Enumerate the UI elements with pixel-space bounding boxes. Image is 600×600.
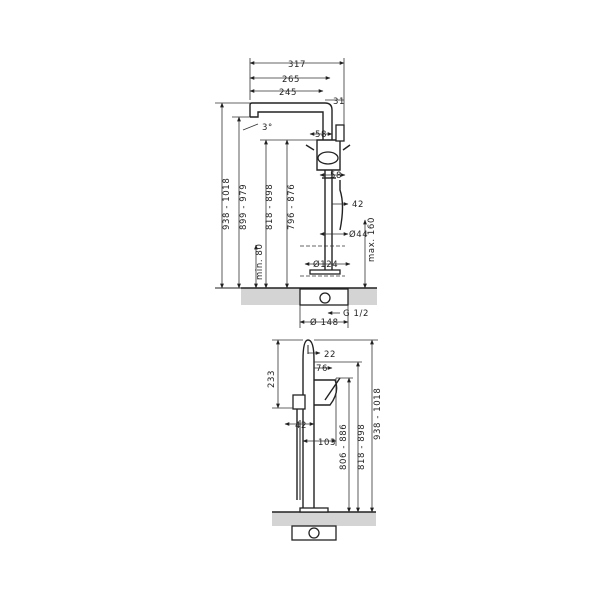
dim-label-dia148: Ø 148 [310,317,339,328]
valve-body-side [314,379,338,406]
dim-label-42-side: 42 [295,421,307,431]
dim-label-min80: min. 80 [255,244,265,280]
mounting-hole-side [308,527,320,539]
mounting-hole [319,292,331,304]
dim-label-233: 233 [267,370,277,388]
dim-label-818: 818 - 898 [265,184,275,230]
angle-line [242,123,259,131]
hand-shower-side [292,394,306,410]
dim-label-31: 31 [333,97,345,107]
dim-label-22: 22 [324,350,336,360]
dim-label-103: 103 [318,438,336,448]
dim-label-dia44: Ø44 [349,229,368,240]
dim-label-938-side: 938 - 1018 [373,388,383,440]
dim-label-thread: G 1/2 [343,309,369,319]
dim-label-899: 899 - 979 [239,184,249,230]
dim-label-806: 806 - 886 [339,424,349,470]
spout-outline [249,102,333,140]
dim-label-818-side: 818 - 898 [357,424,367,470]
front-elevation: 317 265 245 31 58 58 42 Ø44 Ø124 G 1/2 [215,58,377,328]
hand-shower-head [335,124,345,142]
floor-hatch-side [272,512,376,526]
dim-label-max160: max. 160 [367,217,377,262]
dim-label-dia124: Ø124 [313,259,338,270]
dim-label-42: 42 [352,200,364,210]
valve-body [316,139,341,171]
handle-right [342,144,351,151]
dim-label-796: 796 - 876 [287,184,297,230]
side-elevation: 22 76 233 42 103 806 - 886 818 - 898 938… [267,339,383,541]
dim-label-938: 938 - 1018 [222,178,232,230]
hand-shower-hose [339,180,344,231]
dim-label-245: 245 [279,88,297,98]
dim-label-265: 265 [282,75,300,85]
handle-knob [317,151,339,165]
dim-label-58-lower: 58 [330,171,342,181]
spout-inner [250,111,324,140]
dim-label-317: 317 [288,60,306,70]
dim-label-58-upper: 58 [315,130,327,140]
handle-left [305,144,315,151]
lever-handle [324,377,341,401]
angle-label: 3° [262,123,273,133]
spout-head [302,339,315,361]
base-plate [309,269,341,275]
base-plate-side [299,507,329,513]
dim-label-76: 76 [316,364,328,374]
